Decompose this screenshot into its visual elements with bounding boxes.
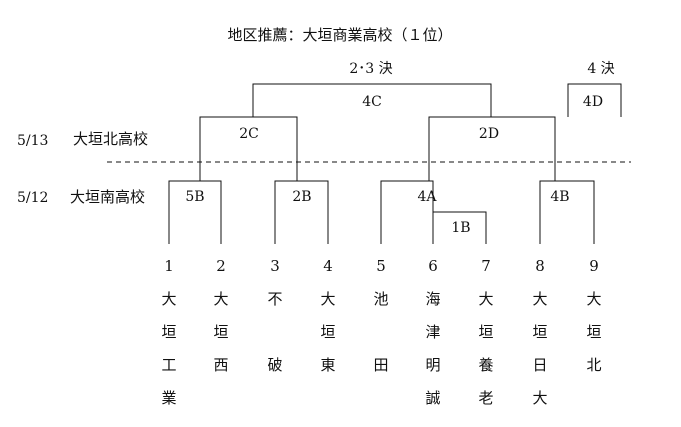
date-label-512: 5/12 (17, 190, 49, 206)
match-label-4A: 4A (417, 189, 437, 205)
bracket-line-4A (380, 180, 434, 244)
bracket-line-2D (428, 116, 556, 181)
team-8: 8 大垣日大 (530, 250, 550, 415)
team-4: 4 大垣東 (318, 250, 338, 382)
match-label-2B: 2B (292, 189, 312, 205)
match-label-4D: 4D (582, 94, 604, 110)
fourth-place-label: 4 決 (587, 61, 615, 77)
team-5: 5 池 田 (371, 250, 391, 382)
final-label: 2･3 決 (349, 61, 393, 77)
bracket-title: 地区推薦：大垣商業高校（１位） (227, 26, 453, 44)
match-label-2C: 2C (239, 126, 259, 142)
match-label-4B: 4B (550, 189, 570, 205)
date-label-513: 5/13 (17, 133, 49, 149)
team-1: 1 大垣工業 (159, 250, 179, 415)
bracket-line-4B (539, 180, 595, 244)
team-seed: 3 (270, 257, 280, 275)
bracket-line-4D (567, 83, 622, 117)
venue-label-south: 大垣南高校 (70, 188, 146, 206)
team-seed: 4 (323, 257, 333, 275)
match-label-1B: 1B (451, 220, 471, 236)
team-3: 3 不 破 (265, 250, 285, 382)
bracket-line-2B (274, 180, 329, 244)
bracket-line-5B (168, 180, 222, 244)
team-seed: 6 (428, 257, 438, 275)
team-seed: 7 (481, 257, 491, 275)
match-label-5B: 5B (185, 189, 205, 205)
venue-label-north: 大垣北高校 (73, 130, 149, 148)
team-seed: 9 (589, 257, 599, 275)
bracket-line-1B (432, 211, 487, 244)
team-seed: 2 (216, 257, 226, 275)
bracket-line-2C (199, 116, 298, 181)
team-7: 7 大垣養老 (476, 250, 496, 415)
match-label-4C: 4C (362, 94, 382, 110)
team-2: 2 大垣西 (211, 250, 231, 382)
team-seed: 1 (164, 257, 174, 275)
team-9: 9 大垣北 (584, 250, 604, 382)
bracket-line-4C (252, 83, 492, 117)
team-6: 6 海津明誠 (423, 250, 443, 415)
match-label-2D: 2D (478, 126, 500, 142)
team-seed: 5 (376, 257, 386, 275)
team-seed: 8 (535, 257, 545, 275)
